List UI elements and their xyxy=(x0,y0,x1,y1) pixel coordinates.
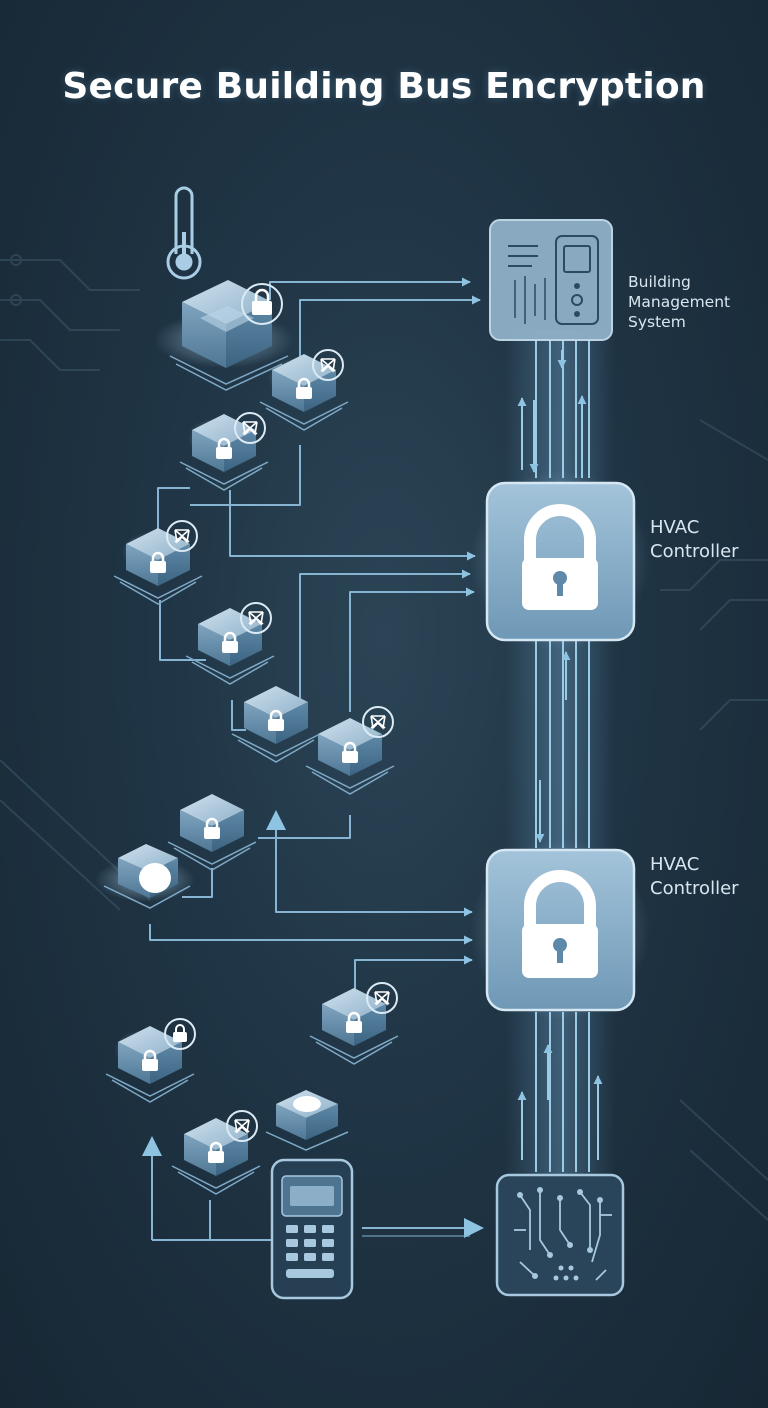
hvac-1-label-line2: Controller xyxy=(650,541,739,562)
building-management-system[interactable] xyxy=(489,219,613,341)
bus-arrows xyxy=(517,350,603,1160)
shield-badge-icon xyxy=(234,412,266,444)
lock-badge-icon xyxy=(342,741,358,763)
device-node[interactable] xyxy=(309,982,399,1065)
lock-badge-icon xyxy=(208,1141,224,1163)
padlock-icon xyxy=(522,504,598,610)
device-node[interactable] xyxy=(185,602,275,685)
device-node[interactable] xyxy=(113,520,203,605)
lock-badge-icon xyxy=(296,377,312,399)
shield-badge-icon xyxy=(362,706,394,738)
lock-badge-icon xyxy=(164,1018,196,1050)
shield-badge-icon xyxy=(312,349,344,381)
device-nodes xyxy=(105,283,399,1195)
shield-badge-icon xyxy=(240,602,272,634)
lock-badge-icon xyxy=(150,551,166,573)
access-keypad-icon[interactable] xyxy=(270,1158,354,1300)
motion-sensor-icon[interactable] xyxy=(95,844,195,909)
shield-badge-icon xyxy=(166,520,198,552)
background-traces xyxy=(0,254,768,1221)
diagram-title: Secure Building Bus Encryption xyxy=(62,66,706,107)
circuit-board-icon xyxy=(495,1173,625,1297)
device-node[interactable] xyxy=(171,1110,261,1195)
control-panel-icon xyxy=(508,235,599,325)
lock-badge-icon xyxy=(222,631,238,653)
hvac-controller-1-label: HVAC Controller xyxy=(650,516,739,564)
shield-badge-icon xyxy=(226,1110,258,1142)
lock-badge-icon xyxy=(204,817,220,839)
hvac-controller-2[interactable] xyxy=(470,840,650,1020)
encrypted-bus xyxy=(535,340,590,1172)
bms-label-line2: Management xyxy=(628,293,731,311)
device-node[interactable] xyxy=(305,706,395,795)
bms-label-line1: Building xyxy=(628,273,691,291)
padlock-icon xyxy=(522,870,598,978)
bms-label: Building Management System xyxy=(628,272,730,332)
bms-label-line3: System xyxy=(628,313,686,331)
lock-badge-icon xyxy=(142,1049,158,1071)
hvac-2-label-line1: HVAC xyxy=(650,854,700,875)
thermometer-icon xyxy=(166,186,202,280)
hvac-2-label-line2: Controller xyxy=(650,878,739,899)
device-node[interactable] xyxy=(259,349,349,431)
device-node[interactable] xyxy=(231,686,321,763)
lock-badge-icon xyxy=(346,1011,362,1033)
smoke-detector-icon[interactable] xyxy=(265,1090,349,1151)
lock-badge-icon xyxy=(268,709,284,731)
device-node[interactable] xyxy=(105,1018,196,1103)
device-node[interactable] xyxy=(179,412,269,491)
gateway-device xyxy=(154,280,294,391)
shield-badge-icon xyxy=(366,982,398,1014)
hvac-1-label-line1: HVAC xyxy=(650,517,700,538)
connection-paths xyxy=(142,277,484,1241)
hvac-controller-1[interactable] xyxy=(470,470,650,650)
device-node[interactable] xyxy=(167,794,257,871)
hvac-controller-2-label: HVAC Controller xyxy=(650,853,739,901)
lock-badge-icon xyxy=(216,437,232,459)
lock-badge-icon xyxy=(241,283,283,325)
